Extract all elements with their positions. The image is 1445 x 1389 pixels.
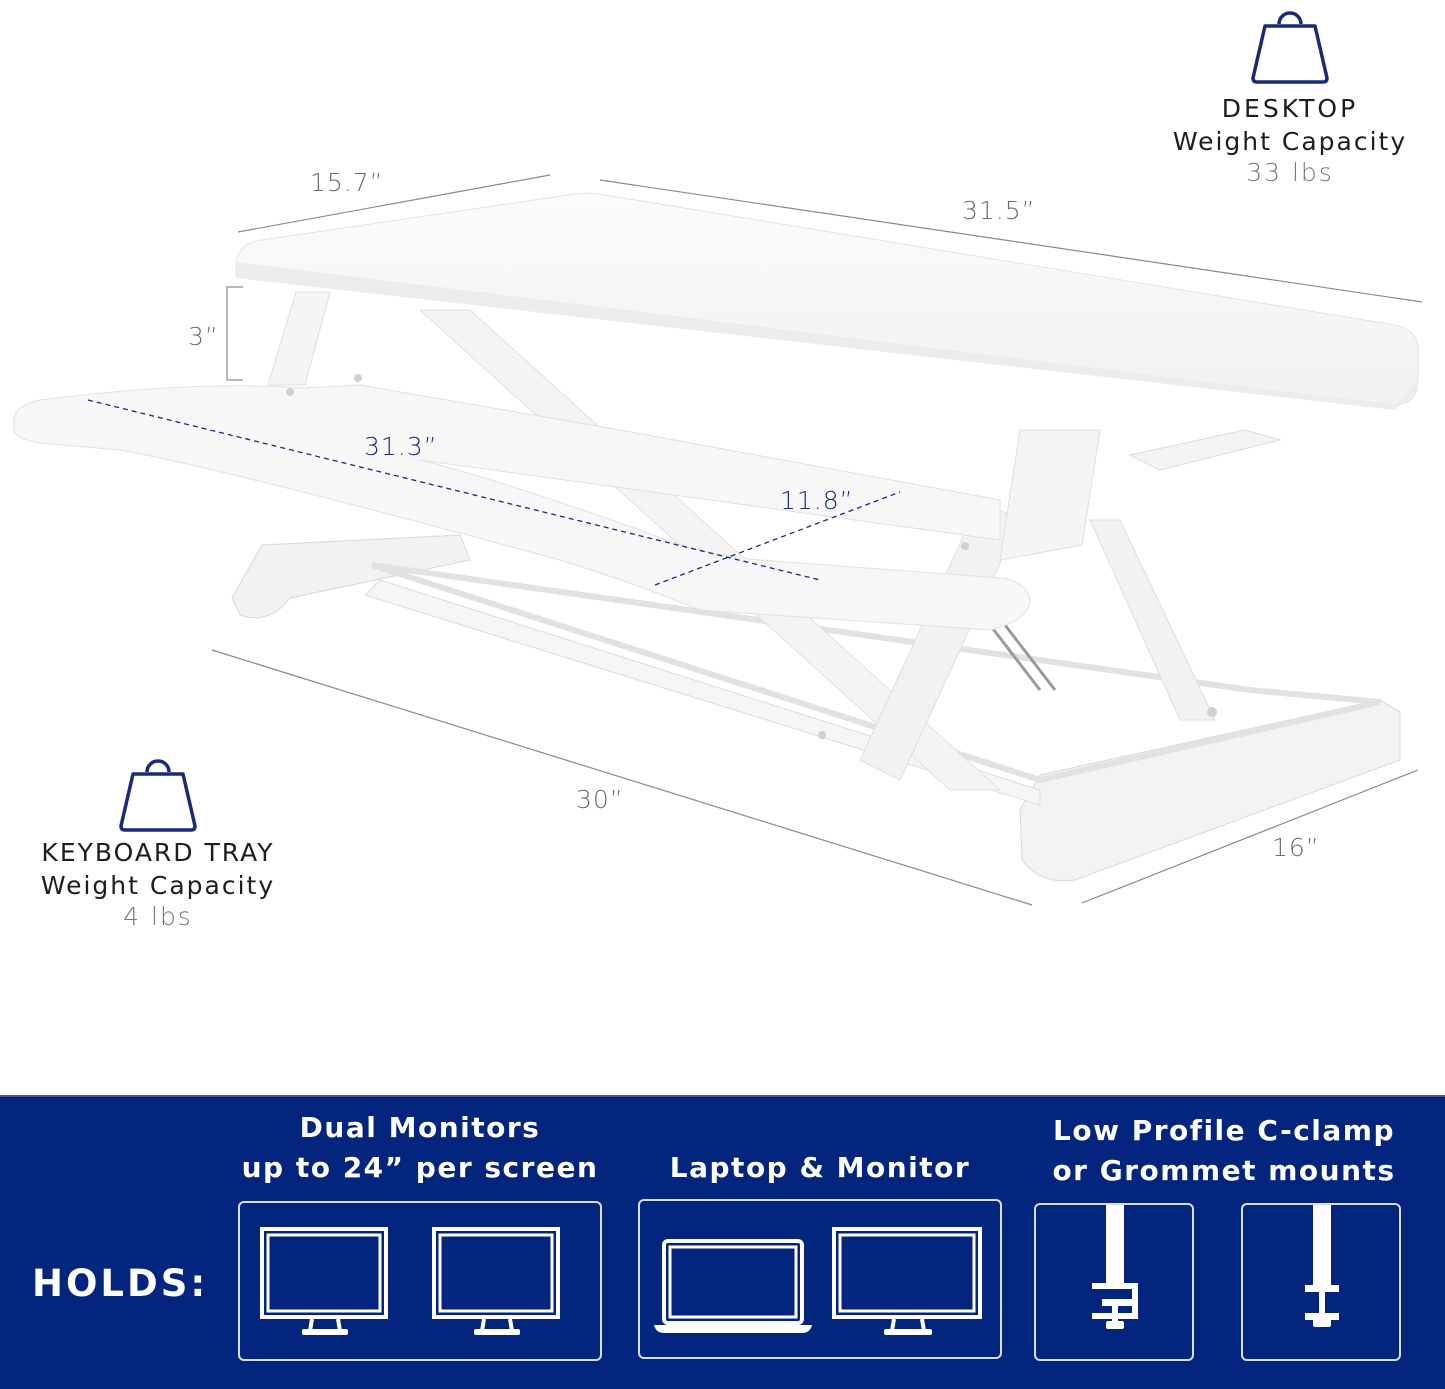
- desktop-capacity-value: 33 lbs: [1246, 158, 1334, 187]
- keyboard-capacity-callout: KEYBOARD TRAY Weight Capacity 4 lbs: [28, 748, 288, 931]
- dimension-base-depth: 16”: [1272, 833, 1320, 862]
- weight-bag-icon: [1251, 11, 1329, 84]
- keyboard-capacity-subtitle: Weight Capacity: [40, 871, 276, 900]
- weight-bag-icon: [119, 759, 197, 832]
- desktop-capacity-title: DESKTOP: [1221, 94, 1359, 123]
- dimension-desktop-width: 31.5”: [962, 196, 1036, 225]
- desktop-capacity-callout: DESKTOP Weight Capacity 33 lbs: [1160, 0, 1420, 187]
- feature-c-clamp-box: [1034, 1203, 1194, 1361]
- desk-converter-illustration: [13, 174, 1423, 906]
- c-clamp-icon: [1092, 1205, 1138, 1329]
- dimension-gap-height: 3”: [188, 322, 219, 351]
- feature-grommet-box: [1241, 1203, 1401, 1361]
- dimension-desktop-depth: 15.7”: [310, 168, 384, 197]
- feature-dual-monitors-box: [238, 1201, 602, 1361]
- laptop-icon: [654, 1239, 812, 1333]
- keyboard-capacity-title: KEYBOARD TRAY: [41, 838, 275, 867]
- dimension-base-width: 30”: [576, 785, 624, 814]
- dimension-tray-width: 31.3”: [364, 432, 438, 461]
- dimension-tray-depth: 11.8”: [780, 486, 854, 515]
- feature-dual-monitors-title: Dual Monitors up to 24” per screen: [241, 1111, 599, 1184]
- monitor-icon: [432, 1227, 560, 1335]
- monitor-icon: [260, 1227, 388, 1335]
- desktop-capacity-subtitle: Weight Capacity: [1172, 127, 1408, 156]
- feature-mounts-title: Low Profile C-clamp or Grommet mounts: [1052, 1114, 1396, 1187]
- monitor-icon: [832, 1227, 982, 1335]
- feature-laptop-monitor-box: [638, 1199, 1002, 1359]
- feature-laptop-monitor-title: Laptop & Monitor: [669, 1151, 971, 1184]
- grommet-icon: [1305, 1205, 1339, 1327]
- keyboard-capacity-value: 4 lbs: [123, 902, 193, 931]
- holds-label: HOLDS:: [32, 1262, 209, 1305]
